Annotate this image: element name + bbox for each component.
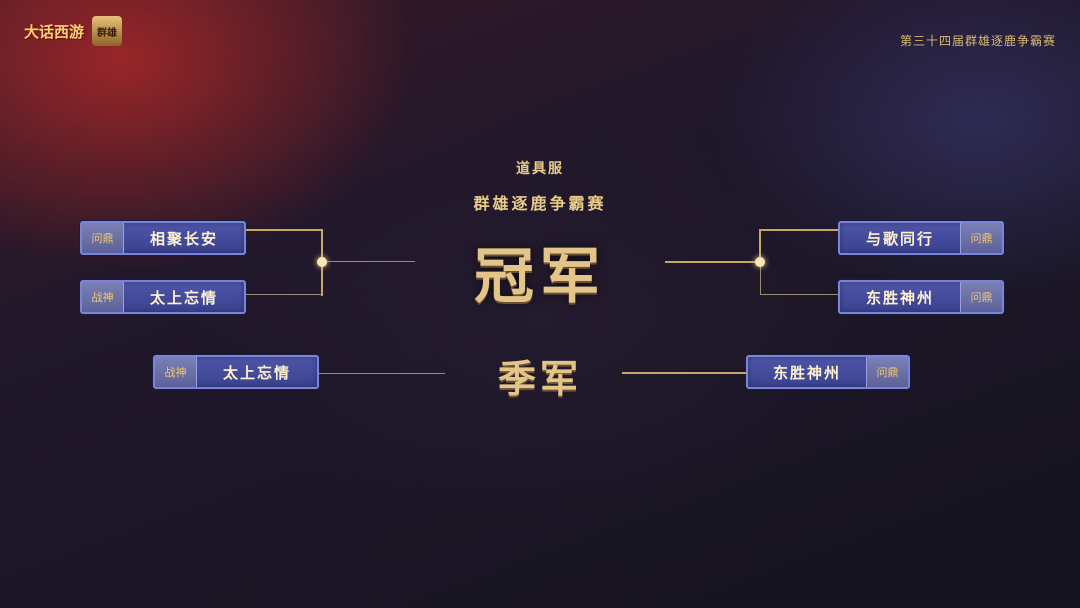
bracket-line	[323, 261, 415, 262]
team-tag: 问鼎	[960, 223, 1002, 253]
team-tag: 战神	[82, 282, 124, 312]
team-card-left-bottom: 战神 太上忘情	[80, 280, 246, 314]
bracket-line	[319, 373, 445, 374]
server-label: 道具服	[516, 161, 564, 177]
event-full-title: 第三十四届群雄逐鹿争霸赛	[899, 34, 1056, 48]
team-tag: 问鼎	[866, 357, 908, 387]
third-place-card-left: 战神 太上忘情	[153, 355, 319, 389]
logo-text: 大话西游	[24, 22, 85, 41]
team-tag: 问鼎	[82, 223, 124, 253]
bracket-node-dot	[755, 257, 765, 267]
team-name: 太上忘情	[149, 288, 218, 307]
event-title: 群雄逐鹿争霸赛	[473, 194, 607, 213]
bracket-node-dot	[317, 257, 327, 267]
bracket-line	[622, 372, 746, 374]
bracket-line	[759, 229, 761, 262]
bracket-line	[760, 294, 838, 295]
team-tag: 问鼎	[960, 282, 1002, 312]
team-card-right-bottom: 东胜神州 问鼎	[838, 280, 1004, 314]
team-name: 东胜神州	[865, 288, 934, 307]
bracket-line	[760, 229, 838, 231]
bracket-line	[760, 262, 761, 295]
champion-title: 冠军	[474, 242, 606, 312]
team-name: 相聚长安	[149, 229, 218, 248]
team-name: 与歌同行	[865, 229, 934, 248]
team-card-right-top: 与歌同行 问鼎	[838, 221, 1004, 255]
third-place-title: 季军	[497, 357, 582, 401]
game-logo: 大话西游 群雄	[24, 16, 123, 46]
team-name: 东胜神州	[772, 363, 841, 382]
bracket-line	[665, 261, 760, 263]
event-emblem-icon: 群雄	[92, 16, 123, 46]
team-name: 太上忘情	[222, 363, 291, 382]
team-card-left-top: 问鼎 相聚长安	[80, 221, 246, 255]
bracket-line	[246, 229, 322, 231]
bracket-line	[246, 294, 322, 295]
third-place-card-right: 东胜神州 问鼎	[746, 355, 910, 389]
emblem-text: 群雄	[97, 27, 118, 39]
team-tag: 战神	[155, 357, 197, 387]
